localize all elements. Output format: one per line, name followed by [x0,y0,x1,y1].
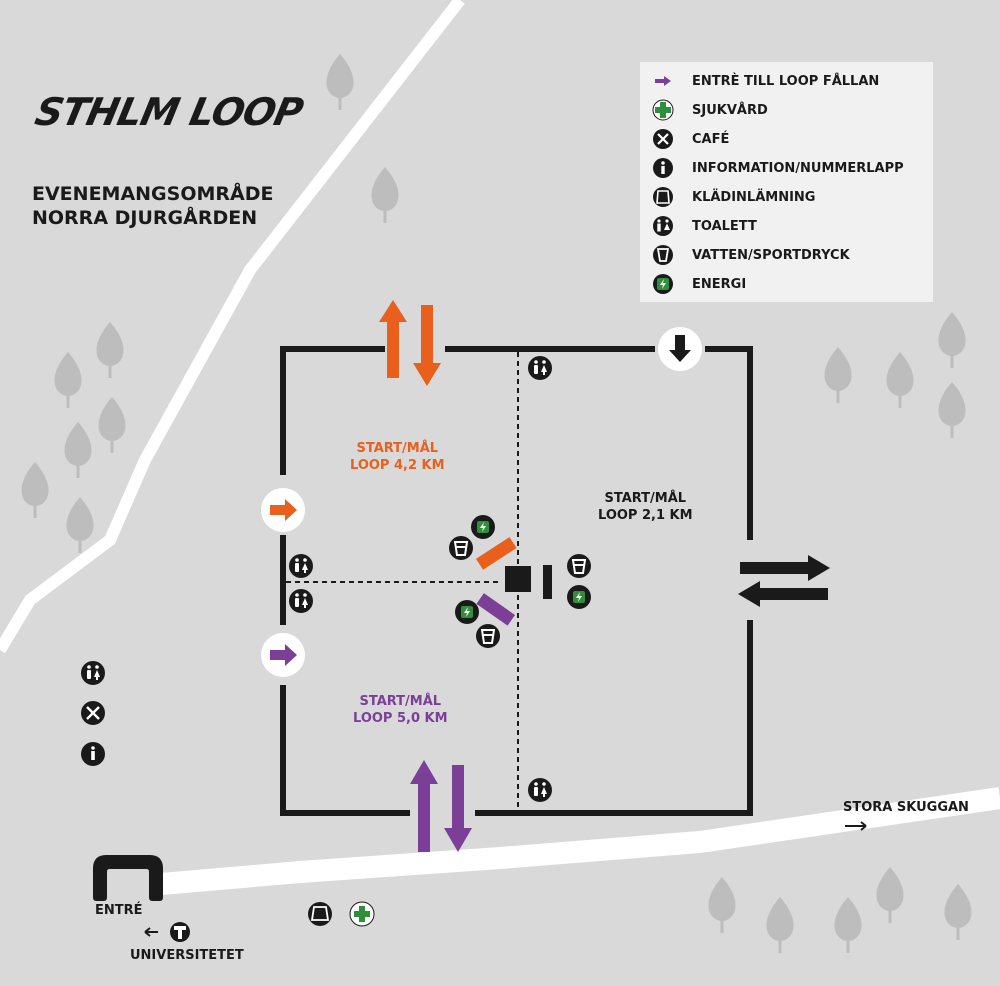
first-aid-icon [349,901,375,927]
toilet-icon [652,215,674,237]
purple-arrow-icon [652,70,674,92]
loop-42-label: START/MÅL LOOP 4,2 KM [350,440,445,474]
legend-label: TOALETT [692,218,757,234]
legend-label: KLÄDINLÄMNING [692,189,816,205]
legend-label: ENERGI [692,276,747,292]
title-line2: NORRA DJURGÅRDEN [32,207,258,229]
start-finish-post [543,565,552,599]
title-line1: EVENEMANGSOMRÅDE [32,183,274,205]
black-two-way-arrows [738,555,830,607]
purple-entry-marker [261,633,305,677]
loop-21-line1: START/MÅL [604,491,687,506]
orange-start-gate [475,537,517,570]
metro-icon [170,922,190,942]
clothes-icon [652,186,674,208]
loop-21-label: START/MÅL LOOP 2,1 KM [598,490,693,524]
toilet-icons [81,356,552,802]
legend-item: VATTEN/SPORTDRYCK [652,244,850,266]
energy-icon [652,273,674,295]
bottom-road [149,787,1000,896]
black-entry-marker [658,327,702,371]
course-outline [280,346,753,816]
orange-two-way-arrows [379,300,441,386]
legend-item: TOALETT [652,215,757,237]
dashed-dividers [286,352,519,810]
legend-label: INFORMATION/NUMMERLAPP [692,160,904,176]
legend-item: ENERGI [652,273,746,295]
legend-item: KLÄDINLÄMNING [652,186,815,208]
info-icon [81,742,105,766]
universitetet-arrow [144,927,158,937]
stora-skuggan-arrow [845,821,867,831]
purple-two-way-arrows [410,760,472,852]
first-aid-icon [652,99,674,121]
legend-label: VATTEN/SPORTDRYCK [692,247,850,263]
legend-item: INFORMATION/NUMMERLAPP [652,157,904,179]
legend-item: ENTRÈ TILL LOOP FÅLLAN [652,70,879,92]
loop-50-line2: LOOP 5,0 KM [353,711,448,726]
loop-50-label: START/MÅL LOOP 5,0 KM [353,693,448,727]
loop-42-line2: LOOP 4,2 KM [350,458,445,473]
legend-label: ENTRÈ TILL LOOP FÅLLAN [692,73,880,89]
info-icon [652,157,674,179]
map-title: EVENEMANGSOMRÅDE NORRA DJURGÅRDEN [32,182,273,230]
entre-label: ENTRÉ [95,903,143,918]
cafe-icon [652,128,674,150]
legend-item: CAFÉ [652,128,729,150]
diagonal-road [0,0,465,654]
loop-50-line1: START/MÅL [359,694,442,709]
legend-item: SJUKVÅRD [652,99,768,121]
start-finish-gantry [505,566,531,592]
legend-label: SJUKVÅRD [692,102,768,118]
sthlm-loop-logo: STHLM LOOP [31,90,307,134]
universitetet-label: UNIVERSITETET [130,948,244,963]
entrance-arch [93,855,163,901]
cafe-icon [81,701,105,725]
loop-42-line1: START/MÅL [356,441,439,456]
stora-skuggan-label: STORA SKUGGAN [843,800,969,815]
purple-start-gate [476,593,516,626]
water-icon [652,244,674,266]
legend-label: CAFÉ [692,131,730,147]
clothes-icon [308,902,332,926]
loop-21-line2: LOOP 2,1 KM [598,508,693,523]
legend: ENTRÈ TILL LOOP FÅLLAN SJUKVÅRD CAFÉ INF… [640,62,933,302]
orange-entry-marker [261,488,305,532]
